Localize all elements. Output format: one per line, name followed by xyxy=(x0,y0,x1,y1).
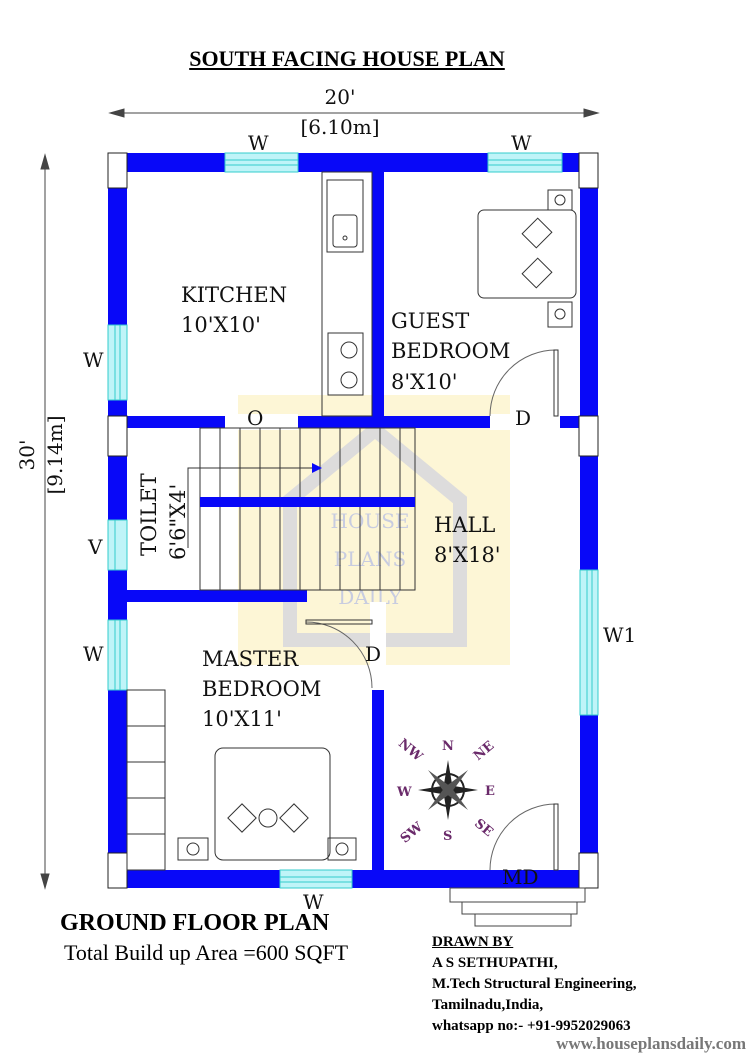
length-m: [9.14m] xyxy=(43,415,67,494)
staircase[interactable] xyxy=(187,427,416,591)
guest-name-2: BEDROOM xyxy=(391,339,510,363)
compass-sw: SW xyxy=(398,819,426,846)
doors[interactable] xyxy=(305,349,559,871)
toilet-name: TOILET xyxy=(137,473,161,556)
guest-bed xyxy=(477,189,577,328)
watermark-line-2: PLANS xyxy=(334,547,406,571)
drawn-by-block: DRAWN BY A S SETHUPATHI, M.Tech Structur… xyxy=(432,932,636,1037)
master-size: 10'X11' xyxy=(202,707,282,731)
wardrobe xyxy=(126,689,166,871)
compass-nw: NW xyxy=(395,736,425,765)
width-dimension xyxy=(108,108,600,118)
drawn-by-label: DRAWN BY xyxy=(432,934,514,950)
hall-name: HALL xyxy=(434,513,495,537)
ventilator-label: V xyxy=(87,535,103,559)
contact: whatsapp no:- +91-9952029063 xyxy=(432,1018,631,1034)
master-bed xyxy=(177,747,357,861)
entrance-steps xyxy=(449,887,586,927)
window-label: W xyxy=(83,348,104,372)
compass-e: E xyxy=(485,784,495,799)
window-label: W xyxy=(248,131,269,155)
plan-title: SOUTH FACING HOUSE PLAN xyxy=(189,46,505,71)
window-label: W xyxy=(83,642,104,666)
compass-s: S xyxy=(443,829,452,844)
window-label: W xyxy=(511,131,532,155)
guest-name-1: GUEST xyxy=(391,309,469,333)
location: Tamilnadu,India, xyxy=(432,997,544,1013)
guest-size: 8'X10' xyxy=(391,370,458,394)
door-label: D xyxy=(515,406,531,430)
windows xyxy=(107,152,599,889)
qualification: M.Tech Structural Engineering, xyxy=(432,976,637,992)
door-label: D xyxy=(365,642,381,666)
watermark-line-1: HOUSE xyxy=(331,509,410,533)
compass-ne: NE xyxy=(471,738,497,764)
window-label: W xyxy=(303,890,324,914)
compass-se: SE xyxy=(471,816,495,840)
width-ft: 20' xyxy=(325,85,356,109)
kitchen-name: KITCHEN xyxy=(181,283,287,307)
window-w1-label: W1 xyxy=(603,623,636,647)
author: A S SETHUPATHI, xyxy=(432,955,558,971)
website-link[interactable]: www.houseplansdaily.com xyxy=(556,1034,746,1053)
kitchen-counter xyxy=(321,171,373,417)
hall-size: 8'X18' xyxy=(434,543,501,567)
width-m: [6.10m] xyxy=(300,115,379,139)
plan-heading: GROUND FLOOR PLAN xyxy=(60,910,330,936)
master-name-2: BEDROOM xyxy=(202,677,321,701)
watermark: HOUSE PLANS DAILY xyxy=(238,395,510,665)
build-area: Total Build up Area =600 SQFT xyxy=(64,940,349,965)
length-dimension xyxy=(40,153,50,890)
toilet-size: 6'6"X4' xyxy=(166,484,190,560)
compass-w: W xyxy=(396,785,412,800)
master-name-1: MASTER xyxy=(202,647,299,671)
compass-n: N xyxy=(442,739,454,754)
main-door-label: MD xyxy=(502,865,539,889)
opening-label: O xyxy=(247,406,263,430)
columns xyxy=(107,152,599,889)
kitchen-size: 10'X10' xyxy=(181,313,261,337)
compass-icon xyxy=(418,760,478,820)
length-ft: 30' xyxy=(15,440,39,471)
